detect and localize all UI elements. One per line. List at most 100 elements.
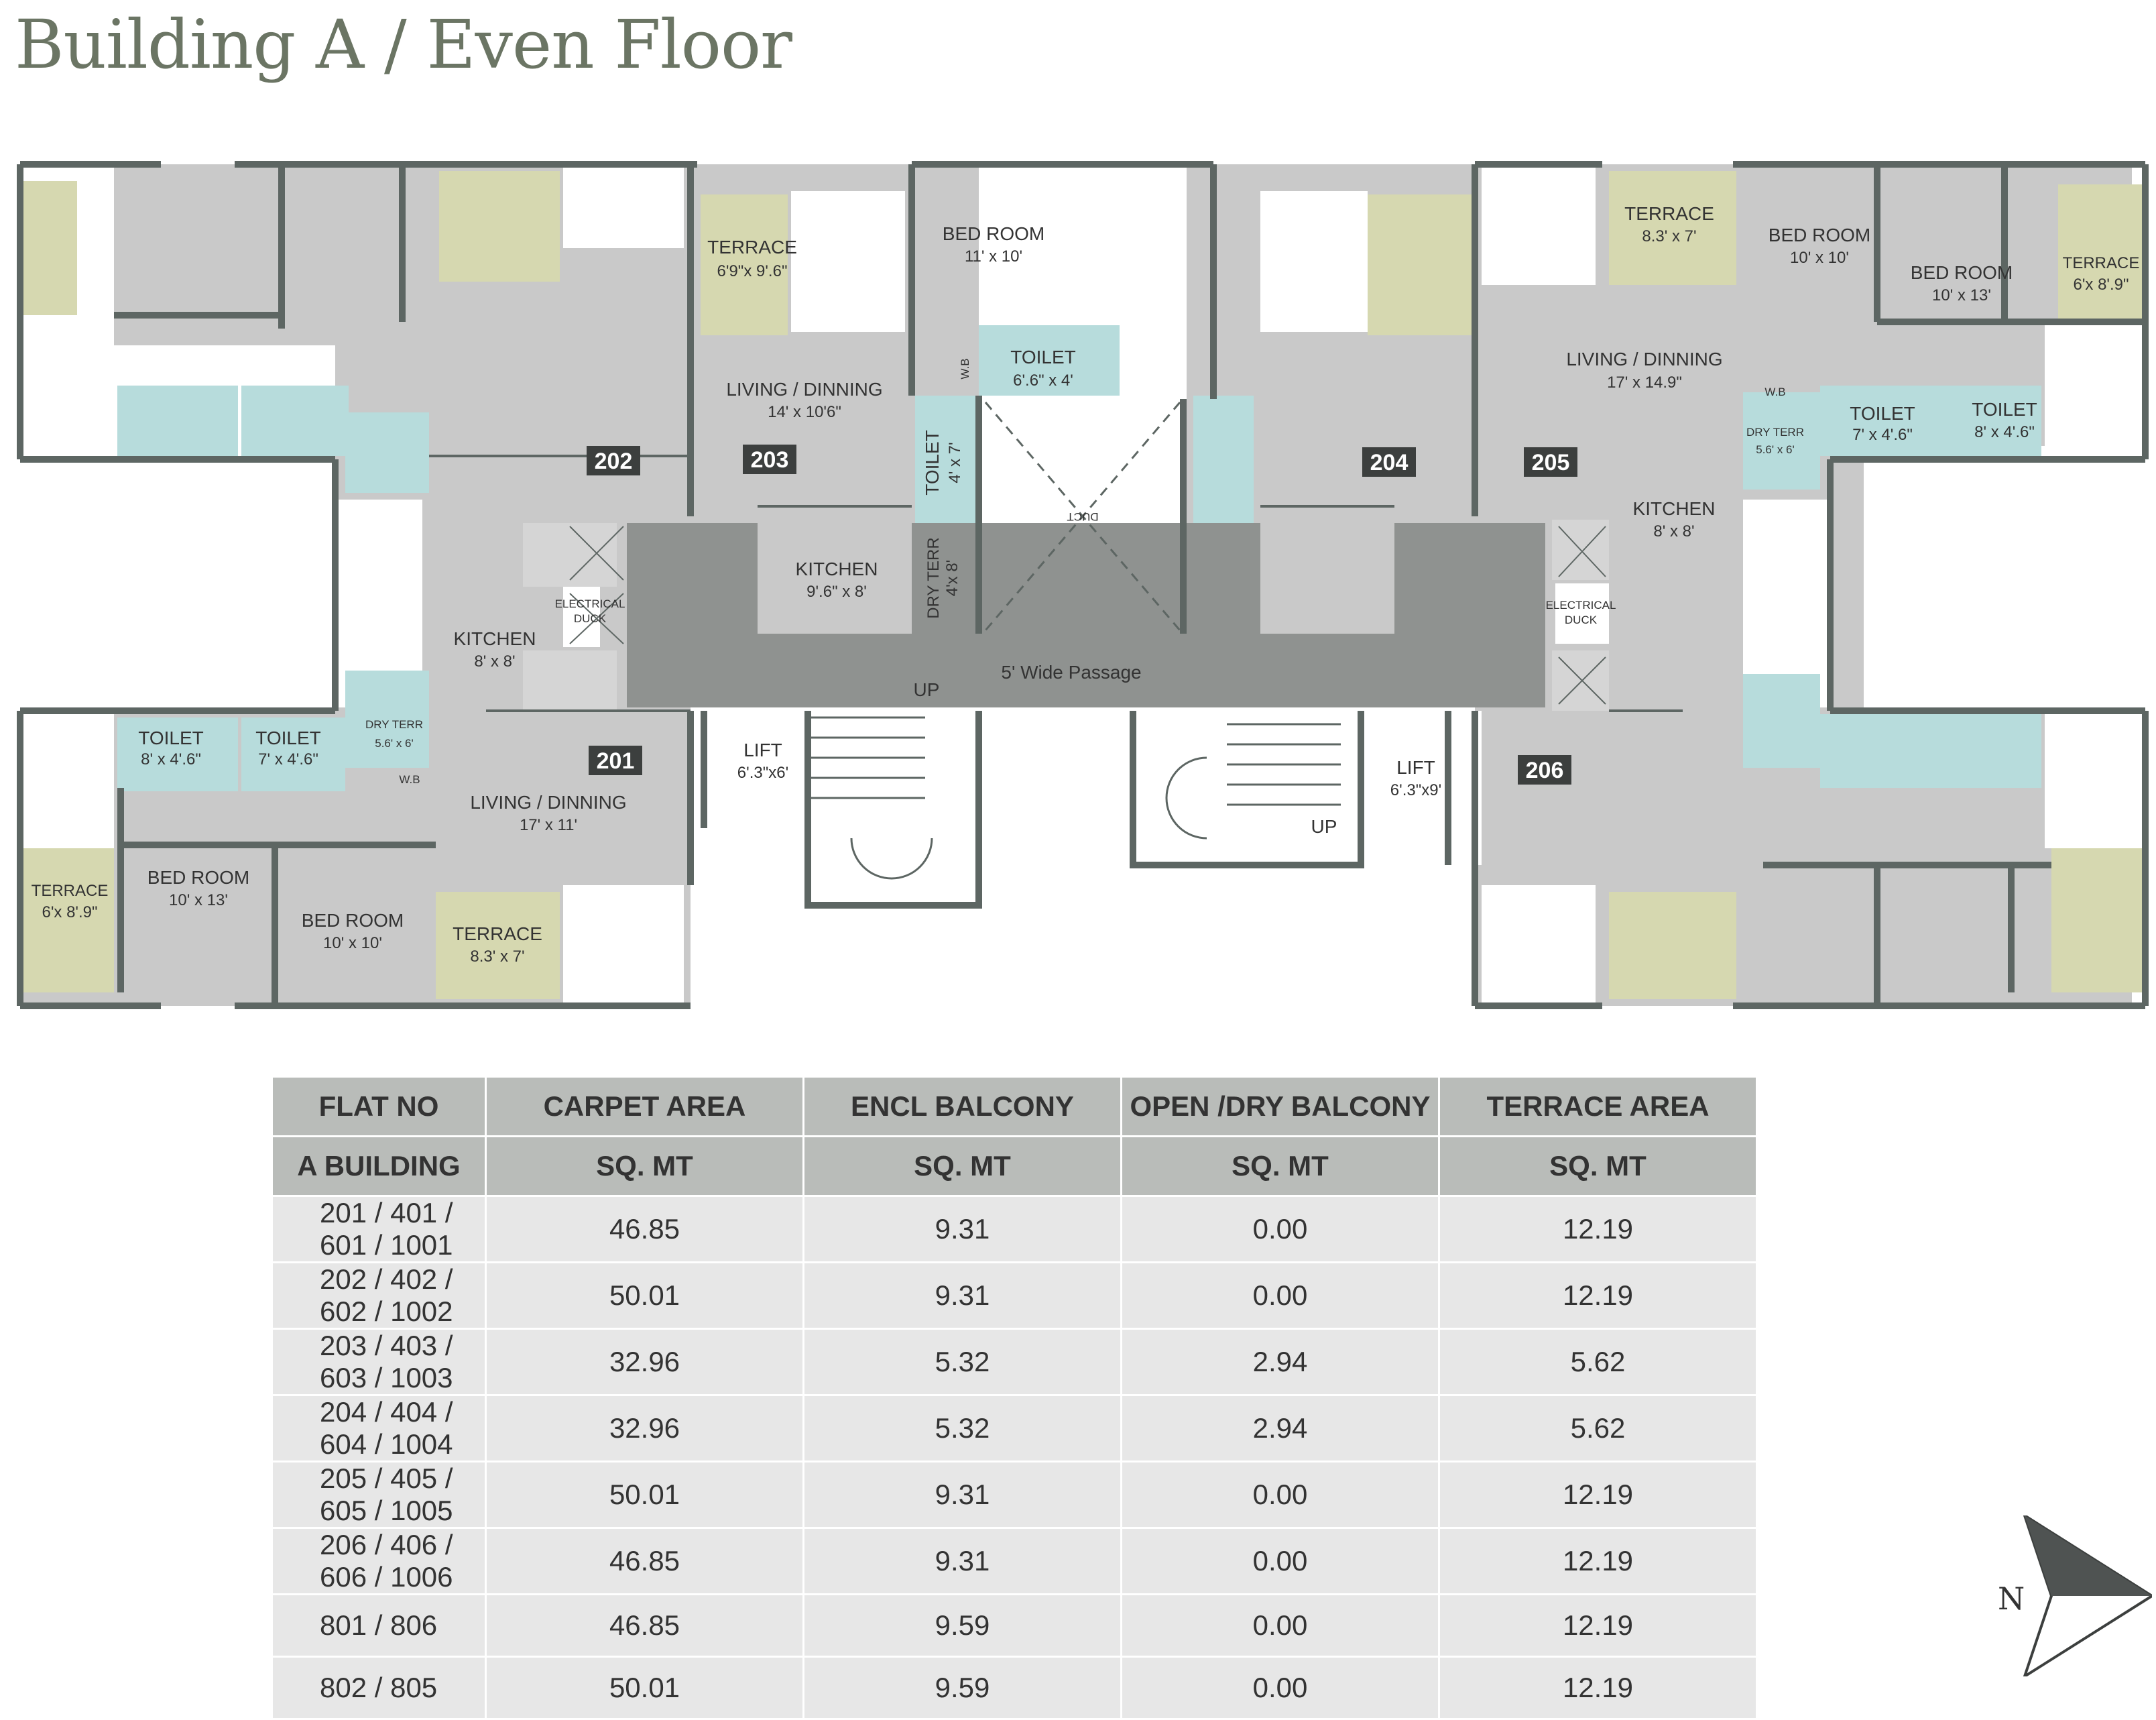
svg-text:10' x 13': 10' x 13' (169, 891, 228, 909)
header-cell: SQ. MT (802, 1135, 1122, 1197)
table-cell: 12.19 (1438, 1261, 1758, 1330)
svg-text:LIVING / DINNING: LIVING / DINNING (726, 379, 882, 400)
table-cell: 50.01 (485, 1261, 804, 1330)
flat-no-cell: 802 / 805 (271, 1656, 487, 1720)
table-cell: 0.00 (1120, 1527, 1440, 1595)
table-cell: 2.94 (1120, 1394, 1440, 1463)
room-labels: TERRACE 6'9"x 9'.6" LIVING / DINNING 14'… (32, 203, 2140, 966)
svg-text:BED ROOM: BED ROOM (1911, 262, 2013, 283)
table-cell: 9.59 (802, 1656, 1122, 1720)
table-cell: 0.00 (1120, 1593, 1440, 1658)
table-cell: 9.31 (802, 1195, 1122, 1263)
table-row: 201 / 401 / 601 / 1001 46.85 9.31 0.00 1… (271, 1195, 1758, 1263)
svg-text:TOILET: TOILET (1850, 403, 1915, 424)
svg-text:TOILET: TOILET (1010, 347, 1076, 367)
floor-plan: 202 203 204 205 201 206 TERRACE 6'9"x 9'… (17, 161, 2149, 1009)
header-cell: OPEN /DRY BALCONY (1120, 1076, 1440, 1137)
table-cell: 46.85 (485, 1195, 804, 1263)
svg-text:8' x 4'.6": 8' x 4'.6" (1974, 423, 2035, 441)
flat-no-cell: 203 / 403 / 603 / 1003 (271, 1328, 487, 1396)
svg-text:TERRACE: TERRACE (1624, 203, 1714, 224)
svg-text:DRY TERR: DRY TERR (365, 718, 423, 731)
table-cell: 0.00 (1120, 1656, 1440, 1720)
table-cell: 5.62 (1438, 1328, 1758, 1396)
svg-text:TOILET: TOILET (255, 728, 321, 748)
header-cell: SQ. MT (1438, 1135, 1758, 1197)
table-cell: 9.59 (802, 1593, 1122, 1658)
table-cell: 5.32 (802, 1394, 1122, 1463)
svg-text:6'x 8'.9": 6'x 8'.9" (2073, 276, 2129, 294)
svg-text:4'x 8': 4'x 8' (943, 560, 961, 597)
svg-text:8' x 8': 8' x 8' (474, 652, 515, 671)
table-cell: 9.31 (802, 1460, 1122, 1529)
svg-text:TERRACE: TERRACE (2063, 254, 2140, 272)
table-cell: 12.19 (1438, 1195, 1758, 1263)
svg-text:8.3' x 7': 8.3' x 7' (470, 948, 524, 966)
table-cell: 2.94 (1120, 1328, 1440, 1396)
flat-tag-202: 202 (595, 449, 633, 474)
table-cell: 9.31 (802, 1527, 1122, 1595)
header-cell: FLAT NO (271, 1076, 487, 1137)
flat-tag-206: 206 (1526, 758, 1564, 783)
svg-text:5.6' x 6': 5.6' x 6' (1756, 443, 1795, 456)
svg-text:11' x 10': 11' x 10' (965, 247, 1022, 266)
svg-text:UP: UP (1311, 816, 1337, 837)
header-cell: SQ. MT (1120, 1135, 1440, 1197)
flat-no-cell: 201 / 401 / 601 / 1001 (271, 1195, 487, 1263)
svg-text:BED ROOM: BED ROOM (147, 867, 249, 888)
table-cell: 9.31 (802, 1261, 1122, 1330)
table-row: 802 / 805 50.01 9.59 0.00 12.19 (271, 1656, 1758, 1720)
north-arrow-icon: N (1998, 1515, 2152, 1676)
svg-text:UP: UP (914, 679, 940, 700)
svg-text:W.B: W.B (959, 358, 971, 379)
table-cell: 0.00 (1120, 1195, 1440, 1263)
table-cell: 32.96 (485, 1394, 804, 1463)
header-cell: SQ. MT (485, 1135, 804, 1197)
table-cell: 0.00 (1120, 1460, 1440, 1529)
svg-text:BED ROOM: BED ROOM (943, 223, 1044, 244)
svg-text:6'.6" x 4': 6'.6" x 4' (1013, 371, 1073, 390)
svg-text:DUCT: DUCT (1067, 510, 1098, 523)
header-cell: ENCL BALCONY (802, 1076, 1122, 1137)
plan-walls (17, 161, 2149, 1009)
svg-text:W.B: W.B (1764, 386, 1785, 398)
svg-text:DUCK: DUCK (574, 612, 607, 625)
svg-text:7' x 4'.6": 7' x 4'.6" (1852, 426, 1913, 444)
table-header-row: A BUILDING SQ. MT SQ. MT SQ. MT SQ. MT (271, 1135, 1758, 1197)
table-row: 205 / 405 / 605 / 1005 50.01 9.31 0.00 1… (271, 1460, 1758, 1529)
table-row: 202 / 402 / 602 / 1002 50.01 9.31 0.00 1… (271, 1261, 1758, 1330)
svg-text:BED ROOM: BED ROOM (1769, 225, 1870, 245)
svg-text:5.6' x 6': 5.6' x 6' (375, 737, 414, 750)
plan-thin-walls (429, 402, 1683, 712)
flat-no-cell: 205 / 405 / 605 / 1005 (271, 1460, 487, 1529)
svg-text:DRY TERR: DRY TERR (924, 537, 943, 618)
header-cell: A BUILDING (271, 1135, 487, 1197)
svg-text:8' x 8': 8' x 8' (1653, 522, 1694, 540)
flat-no-cell: 801 / 806 (271, 1593, 487, 1658)
table-row: 204 / 404 / 604 / 1004 32.96 5.32 2.94 5… (271, 1394, 1758, 1463)
svg-text:6'9"x 9'.6": 6'9"x 9'.6" (717, 262, 788, 280)
svg-text:LIVING / DINNING: LIVING / DINNING (470, 792, 626, 813)
svg-text:TOILET: TOILET (1972, 399, 2037, 420)
svg-text:4' x 7': 4' x 7' (946, 442, 964, 483)
svg-text:KITCHEN: KITCHEN (796, 559, 878, 579)
table-row: 206 / 406 / 606 / 1006 46.85 9.31 0.00 1… (271, 1527, 1758, 1595)
svg-text:TOILET: TOILET (138, 728, 204, 748)
svg-text:LIFT: LIFT (743, 740, 782, 760)
svg-text:DUCK: DUCK (1565, 614, 1598, 626)
svg-text:TERRACE: TERRACE (32, 882, 109, 900)
svg-text:KITCHEN: KITCHEN (1633, 498, 1716, 519)
table-row: 203 / 403 / 603 / 1003 32.96 5.32 2.94 5… (271, 1328, 1758, 1396)
svg-text:8.3' x 7': 8.3' x 7' (1642, 227, 1696, 245)
table-cell: 12.19 (1438, 1593, 1758, 1658)
plan-fills (20, 164, 2145, 1006)
table-cell: 50.01 (485, 1460, 804, 1529)
flat-no-cell: 204 / 404 / 604 / 1004 (271, 1394, 487, 1463)
table-cell: 5.62 (1438, 1394, 1758, 1463)
svg-text:W.B: W.B (399, 773, 420, 786)
stairs (811, 716, 1341, 880)
table-cell: 12.19 (1438, 1460, 1758, 1529)
table-header-row: FLAT NO CARPET AREA ENCL BALCONY OPEN /D… (271, 1076, 1758, 1137)
svg-text:ELECTRICAL: ELECTRICAL (555, 597, 625, 610)
svg-text:10' x 10': 10' x 10' (1790, 249, 1849, 267)
